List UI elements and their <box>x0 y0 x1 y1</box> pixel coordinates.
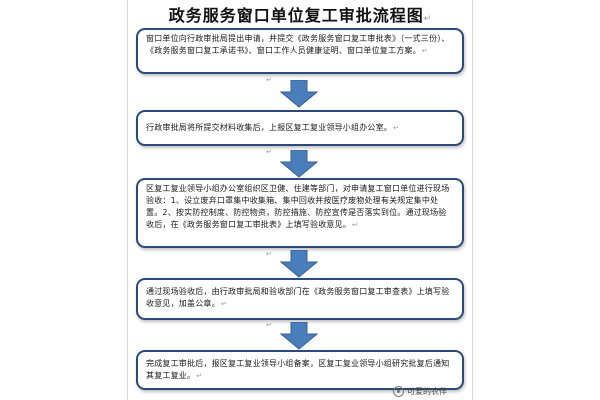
step-box-3: 区复工复业领导小组办公室组织区卫健、住建等部门，对申请复工窗口单位进行现场验收：… <box>136 178 464 248</box>
step-text-5: 完成复工审批后，报区复工复业领导小组备案，区复工复业领导小组研究批复后通知其复工… <box>146 359 450 380</box>
flow-arrow-3 <box>280 250 318 278</box>
step-box-5: 完成复工审批后，报区复工复业领导小组备案，区复工复业领导小组研究批复后通知其复工… <box>136 350 464 390</box>
step-box-2: 行政审批局将所提交材料收集后，上报区复工复业领导小组办公室。↵ <box>136 110 464 146</box>
step-mark-1: ↵ <box>421 47 428 55</box>
flow-arrow-1 <box>280 80 318 108</box>
paragraph-mark-4: ↵ <box>266 321 272 329</box>
paragraph-mark-1: ↵ <box>266 76 272 84</box>
wechat-official-icon <box>393 386 404 397</box>
paragraph-mark-3: ↵ <box>266 250 272 258</box>
paragraph-mark-2: ↵ <box>266 148 272 156</box>
watermark-text: 可爱的农伴 <box>407 387 447 396</box>
step-mark-5: ↵ <box>196 372 203 380</box>
step-text-4: 通过现场验收后，由行政审批局和验收部门在《政务服务窗口复工审查表》上填写验收意见… <box>146 287 450 308</box>
flow-arrow-2 <box>280 150 318 178</box>
flow-arrow-4 <box>280 322 318 350</box>
step-text-3: 区复工复业领导小组办公室组织区卫健、住建等部门，对申请复工窗口单位进行现场验收：… <box>146 184 450 229</box>
step-mark-4: ↵ <box>220 300 227 308</box>
step-mark-3: ↵ <box>352 221 359 229</box>
flowchart-title: 政务服务窗口单位复工审批流程图↵ <box>128 2 472 26</box>
title-text: 政务服务窗口单位复工审批流程图 <box>168 6 424 25</box>
step-box-1: 窗口单位向行政审批局提出申请，并提交《政务服务窗口复工审批表》（一式三份）、《政… <box>136 28 464 74</box>
step-text-1: 窗口单位向行政审批局提出申请，并提交《政务服务窗口复工审批表》（一式三份）、《政… <box>146 34 450 55</box>
document-page: 政务服务窗口单位复工审批流程图↵ 窗口单位向行政审批局提出申请，并提交《政务服务… <box>127 0 473 400</box>
title-paragraph-mark: ↵ <box>423 14 432 24</box>
step-text-2: 行政审批局将所提交材料收集后，上报区复工复业领导小组办公室。 <box>146 123 392 132</box>
step-box-4: 通过现场验收后，由行政审批局和验收部门在《政务服务窗口复工审查表》上填写验收意见… <box>136 278 464 320</box>
watermark: 可爱的农伴 <box>393 386 447 397</box>
step-mark-2: ↵ <box>393 124 400 132</box>
